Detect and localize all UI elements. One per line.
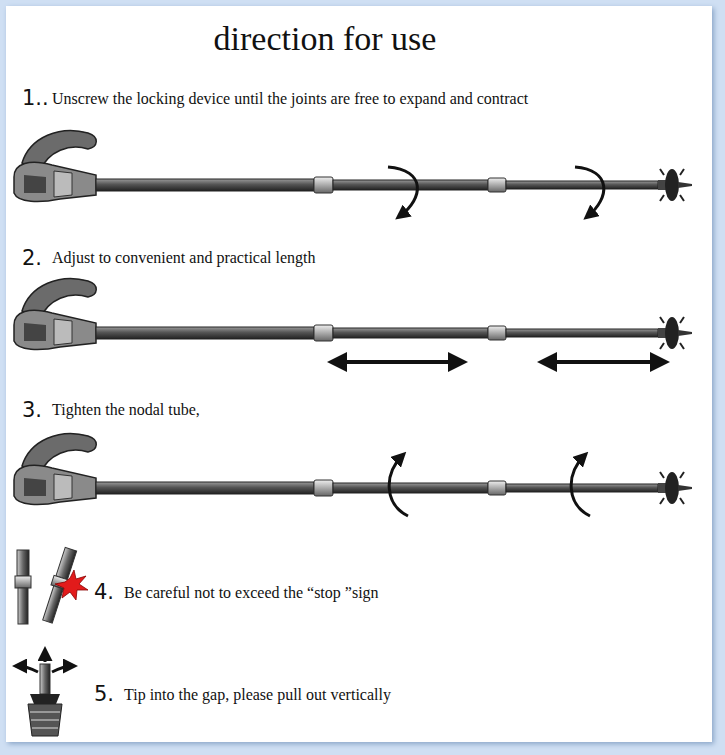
tighten-arrow: [571, 456, 590, 516]
page-title: direction for use: [214, 20, 437, 58]
step-text: Be careful not to exceed the “stop ”sign: [124, 584, 379, 602]
step-number: 4.: [94, 580, 114, 604]
step-text: Tip into the gap, please pull out vertic…: [124, 686, 391, 704]
step-text: Unscrew the locking device until the joi…: [52, 90, 528, 108]
step-number: 3.: [22, 398, 42, 422]
trekking-pole: [14, 279, 692, 350]
step-text: Adjust to convenient and practical lengt…: [52, 249, 315, 267]
step-number: 1..: [22, 86, 49, 110]
trekking-pole: [14, 434, 692, 505]
tip-icon: [18, 652, 72, 736]
length-arrow: [545, 360, 662, 364]
stop-sign-icon: [15, 547, 88, 624]
step-text: Tighten the nodal tube,: [52, 401, 200, 419]
loosen-arrow: [388, 167, 417, 216]
loosen-arrow: [575, 167, 604, 216]
length-arrow: [335, 360, 460, 364]
step-number: 5.: [94, 682, 114, 706]
step-number: 2.: [22, 246, 42, 270]
trekking-pole: [14, 131, 692, 202]
tighten-arrow: [389, 456, 408, 516]
page-panel: [6, 6, 712, 742]
